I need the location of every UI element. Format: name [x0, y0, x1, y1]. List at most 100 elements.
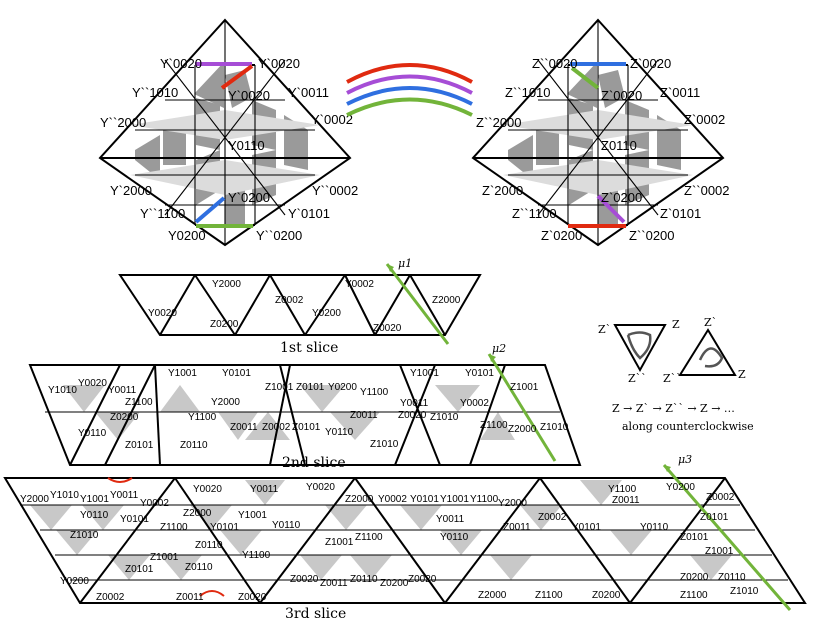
slice-label: Z0020: [373, 323, 402, 334]
slice-label: Z0110: [195, 540, 223, 551]
mu2-arrow: [487, 353, 557, 462]
slice-label: Y0020: [148, 308, 177, 319]
slice-label: Z0110: [350, 574, 378, 585]
slice-label: Z2000: [432, 295, 461, 306]
rotation-arrow-top: [107, 477, 133, 483]
slice-label: Y1001: [440, 494, 469, 505]
slice-label: Z1010: [70, 530, 99, 541]
slice-label: Y1100: [188, 412, 217, 423]
oct-label: Y`0200: [228, 190, 270, 205]
oct-label: Y`0002: [311, 112, 353, 127]
legend-tri2-right: Z: [738, 368, 746, 381]
slice-label: Z0002: [96, 592, 125, 603]
mu2-label: μ2: [492, 342, 506, 355]
slice-label: Y1100: [242, 550, 271, 561]
oct-label: Z0110: [601, 138, 637, 153]
slice-label: Y0020: [193, 484, 222, 495]
oct-label: Z``0020: [532, 56, 578, 71]
oct-label: Z`0002: [684, 112, 725, 127]
slice-label: Y2000: [212, 279, 241, 290]
slice-label: Y0110: [272, 520, 301, 531]
transition-arcs: [346, 63, 473, 117]
oct-label: Z`0020: [601, 88, 642, 103]
slice-label: Y0110: [640, 522, 669, 533]
legend-tri1-bottom: Z``: [628, 372, 647, 385]
legend-tri1-left: Z`: [598, 323, 611, 336]
legend-tri2-top: Z`: [704, 316, 717, 329]
slice-label: Y0200: [312, 308, 341, 319]
slice-label: Z1100: [125, 397, 153, 408]
slice-label: Y0020: [306, 482, 335, 493]
legend-tri2-left: Z``: [663, 372, 682, 385]
slice-label: Y0101: [410, 494, 439, 505]
slice-label: Y0110: [78, 428, 107, 439]
slice-label: Z0011: [320, 578, 348, 589]
slice-label: Y0200: [60, 576, 89, 587]
slice-label: Y0002: [460, 398, 489, 409]
slice-label: Z0020: [398, 410, 427, 421]
slice-label: Y0110: [325, 427, 354, 438]
slice-label: Z1001: [265, 382, 294, 393]
mu3-arrow: [662, 464, 792, 611]
slice-label: Y1001: [410, 368, 439, 379]
right-octahedron-labels: Z``0020 Z`0020 Z``1010 Z`0011 Z``2000 Z`…: [476, 56, 730, 243]
slice-label: Z0200: [380, 578, 409, 589]
slice-label: Y1001: [80, 494, 109, 505]
slice-label: Y0101: [222, 368, 251, 379]
oct-label: Z`2000: [482, 183, 523, 198]
oct-label: Y``2000: [100, 115, 146, 130]
slice-label: Z0110: [180, 440, 208, 451]
slice-label: Z1010: [430, 412, 459, 423]
slice-label: Y0011: [108, 385, 137, 396]
oct-label: Y`2000: [110, 183, 152, 198]
slice-label: Z0020: [290, 574, 319, 585]
slice-label: Z0011: [612, 495, 640, 506]
oct-label: Y``1100: [140, 206, 185, 221]
right-purple-arrow: [596, 194, 626, 224]
oct-label: Z`0020: [630, 56, 671, 71]
slice-label: Z0200: [110, 412, 139, 423]
orientation-legend: Z` Z Z`` Z` Z`` Z Z → Z` → Z`` → Z → … a…: [598, 316, 754, 433]
left-octahedron-labels: Y`0020 Y`0020 Y``1010 Y`0011 Y``2000 Y`0…: [100, 56, 358, 243]
slice-label: Z0011: [350, 410, 378, 421]
slice-label: Z0110: [718, 572, 746, 583]
slice-3-title: 3rd slice: [285, 606, 346, 622]
slice-label: Z2000: [478, 590, 507, 601]
legend-formula: Z → Z` → Z`` → Z → …: [612, 402, 735, 415]
oct-label: Z``2000: [476, 115, 522, 130]
slice-label: Z1100: [160, 522, 188, 533]
slice-label: Y0110: [440, 532, 469, 543]
slice-label: Y0101: [572, 522, 601, 533]
oct-label: Y``0002: [312, 183, 358, 198]
slice-label: Z1010: [540, 422, 569, 433]
left-blue-arrow: [194, 196, 226, 224]
slice-label: Z0101: [125, 440, 154, 451]
slice-label: Y0200: [328, 382, 357, 393]
slice-label: Y0011: [436, 514, 465, 525]
slice-label: Z1100: [480, 420, 508, 431]
mu3-label: μ3: [678, 453, 692, 466]
slice-label: Y0011: [250, 484, 279, 495]
left-octahedron: [98, 18, 352, 247]
legend-tri1-right: Z: [672, 318, 680, 331]
slice-2: μ2 Y1010 Y0020 Y0011 Y1001 Y0101 Z1001 Z…: [28, 342, 582, 471]
slice-label: Z1001: [510, 382, 539, 393]
slice-label: Z0011: [176, 592, 204, 603]
slice-label: Y1010: [48, 385, 77, 396]
slice-label: Y0101: [465, 368, 494, 379]
slice-label: Y0200: [666, 482, 695, 493]
slice-label: Y0002: [140, 498, 169, 509]
slice-label: Y1010: [50, 490, 79, 501]
slice-label: Z0020: [238, 592, 267, 603]
slice-2-title: 2nd slice: [282, 455, 346, 471]
slice-label: Z0101: [292, 422, 321, 433]
slice-label: Z1010: [730, 586, 759, 597]
oct-label: Z``1010: [505, 85, 551, 100]
oct-label: Y`0011: [288, 85, 329, 100]
oct-label: Y0110: [228, 138, 265, 153]
slice-label: Y1001: [168, 368, 197, 379]
slice-label: Y1100: [360, 387, 389, 398]
oct-label: Y`0020: [160, 56, 202, 71]
slice-label: Z0002: [275, 295, 304, 306]
